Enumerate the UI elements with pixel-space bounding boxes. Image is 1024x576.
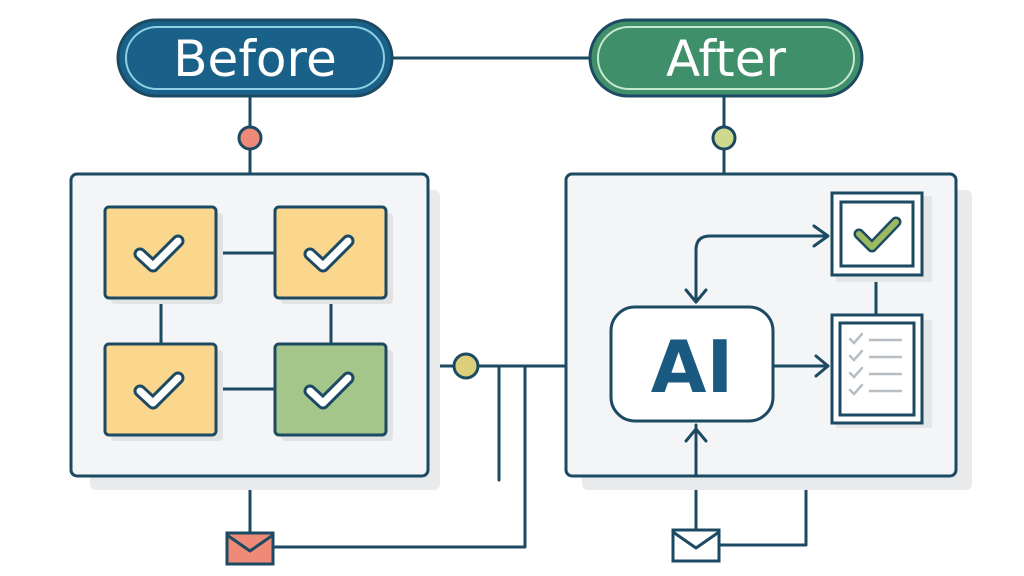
before-status-dot <box>237 125 263 151</box>
check-icon <box>136 237 182 270</box>
checklist-document <box>830 313 932 428</box>
ai-box: AI <box>609 305 775 423</box>
mail-before-route <box>272 364 527 549</box>
task-card-pending <box>103 205 223 304</box>
after-status-dot <box>711 125 737 151</box>
task-card-pending <box>273 205 393 304</box>
before-envelope-icon <box>225 531 275 566</box>
check-icon <box>306 237 352 270</box>
mail-after-route <box>718 473 808 547</box>
after-label: After <box>666 30 787 88</box>
before-panel <box>69 172 440 490</box>
arrow-up-to-ai <box>684 427 708 443</box>
checklist-check-icon <box>848 332 864 345</box>
after-pill: After <box>588 18 864 98</box>
task-card-done <box>273 342 393 441</box>
handoff-dot <box>452 352 480 380</box>
checklist-check-icon <box>848 383 864 396</box>
checklist-check-icon <box>848 366 864 379</box>
approved-box <box>830 191 932 282</box>
check-icon <box>856 219 899 250</box>
arrow-to-approval <box>812 224 830 248</box>
before-label: Before <box>173 30 336 88</box>
checklist-check-icon <box>848 349 864 362</box>
after-envelope-icon <box>671 528 721 563</box>
after-panel: AI <box>564 172 972 490</box>
check-icon <box>306 374 352 407</box>
task-card-pending <box>103 342 223 441</box>
before-pill: Before <box>116 18 394 98</box>
check-icon <box>136 374 182 407</box>
arrow-down-to-ai <box>684 288 708 304</box>
ai-to-approval-line <box>694 234 828 304</box>
checklist-icon <box>848 332 902 396</box>
arrow-to-checklist <box>814 354 830 378</box>
ai-label: AI <box>651 325 734 409</box>
